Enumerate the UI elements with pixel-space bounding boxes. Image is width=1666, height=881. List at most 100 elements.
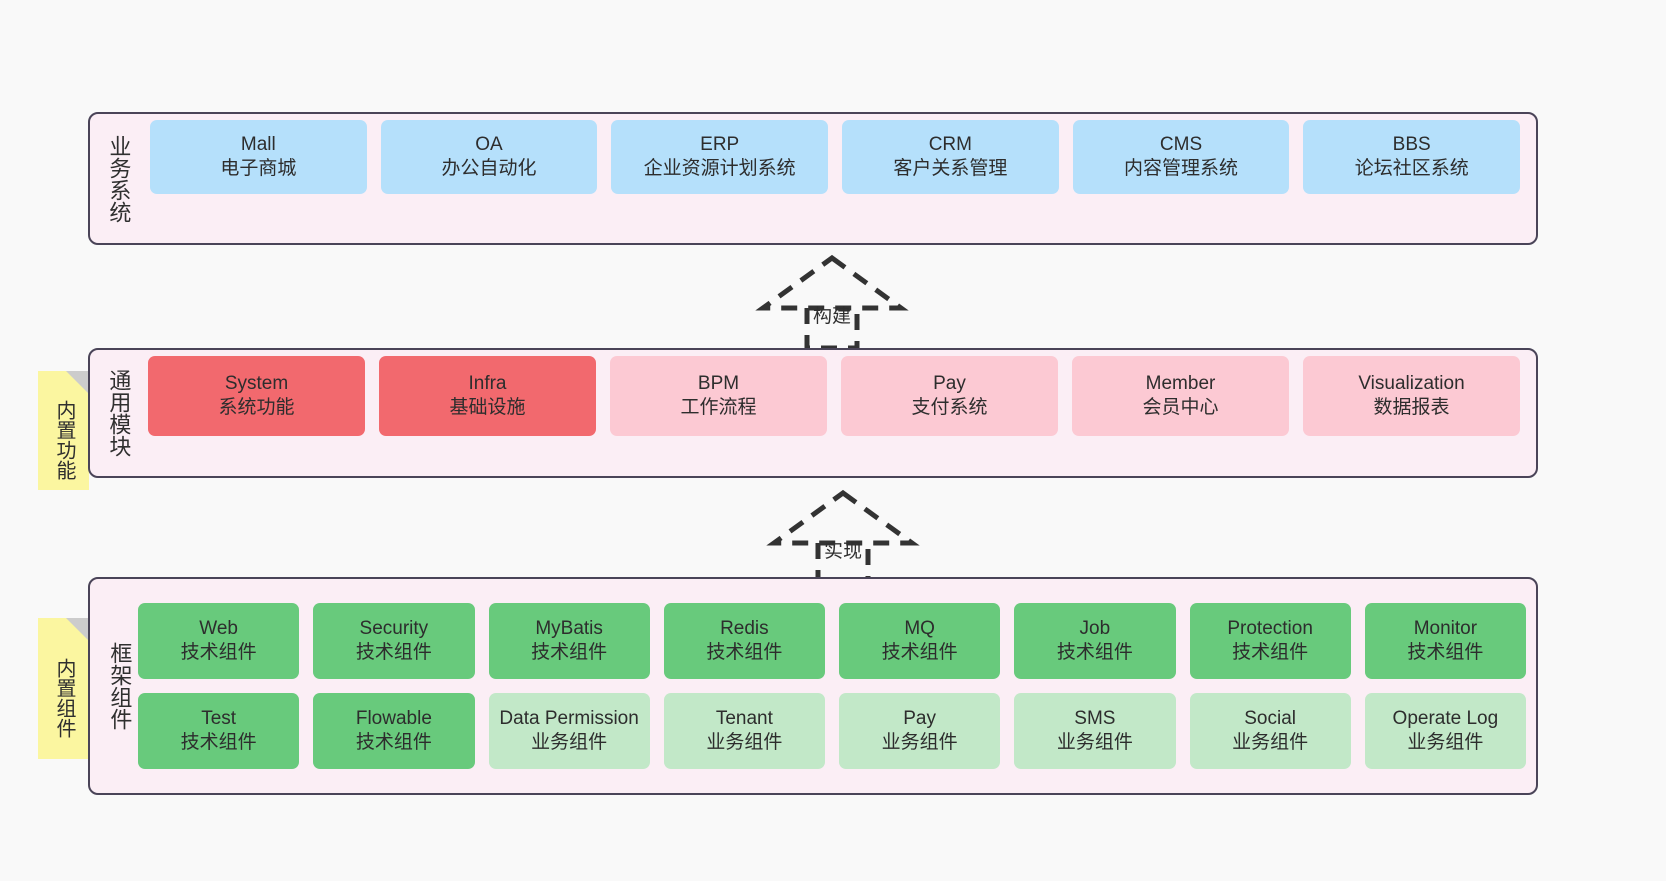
cell-desc: 数据报表 <box>1373 397 1450 418</box>
cell-desc: 业务组件 <box>1407 732 1484 753</box>
cell-desc: 基础设施 <box>449 397 526 418</box>
cell-name: Web <box>199 617 238 639</box>
cell-name: Data Permission <box>499 707 639 729</box>
generalization-triangle-icon <box>755 254 909 311</box>
cell-desc: 技术组件 <box>180 642 257 663</box>
component-cell-web[interactable]: Web 技术组件 <box>138 603 300 679</box>
framework-row-business: Test 技术组件 Flowable 技术组件 Data Permission … <box>138 693 1526 769</box>
module-cell-member[interactable]: Member 会员中心 <box>1072 356 1289 436</box>
business-cell-cms[interactable]: CMS 内容管理系统 <box>1072 120 1290 194</box>
component-cell-sms[interactable]: SMS 业务组件 <box>1014 693 1176 769</box>
cell-name: Pay <box>933 372 966 394</box>
cell-desc: 支付系统 <box>911 397 988 418</box>
business-cell-mall[interactable]: Mall 电子商城 <box>150 120 367 194</box>
cell-desc: 技术组件 <box>881 642 958 663</box>
layer-common-module-title: 通用模块 <box>106 369 132 457</box>
component-cell-security[interactable]: Security 技术组件 <box>313 603 475 679</box>
component-cell-mybatis[interactable]: MyBatis 技术组件 <box>488 603 650 679</box>
note-fold-corner-icon <box>66 371 89 394</box>
component-cell-data-permission[interactable]: Data Permission 业务组件 <box>488 693 650 769</box>
cell-desc: 业务组件 <box>531 732 608 753</box>
business-system-cell-list: Mall 电子商城 OA 办公自动化 ERP 企业资源计划系统 CRM 客户关系… <box>136 120 1526 237</box>
component-cell-mq[interactable]: MQ 技术组件 <box>839 603 1001 679</box>
layer-framework-component: 框架组件 Web 技术组件 Security 技术组件 MyBatis 技术组件… <box>88 577 1538 795</box>
cell-desc: 业务组件 <box>1056 732 1133 753</box>
business-cell-bbs[interactable]: BBS 论坛社区系统 <box>1303 120 1521 194</box>
module-cell-pay[interactable]: Pay 支付系统 <box>841 356 1058 436</box>
cell-name: Infra <box>468 372 507 394</box>
component-cell-social[interactable]: Social 业务组件 <box>1189 693 1351 769</box>
cell-name: Operate Log <box>1392 707 1499 729</box>
business-cell-crm[interactable]: CRM 客户关系管理 <box>842 120 1059 194</box>
cell-name: Social <box>1244 707 1296 729</box>
cell-desc: 办公自动化 <box>441 158 537 179</box>
cell-name: Protection <box>1227 617 1313 639</box>
cell-desc: 论坛社区系统 <box>1354 158 1469 179</box>
cell-desc: 业务组件 <box>1232 732 1309 753</box>
layer-business-system-title: 业务系统 <box>106 134 132 223</box>
module-cell-system[interactable]: System 系统功能 <box>148 356 365 436</box>
component-cell-protection[interactable]: Protection 技术组件 <box>1189 603 1351 679</box>
cell-name: Security <box>359 617 429 639</box>
cell-desc: 业务组件 <box>706 732 783 753</box>
cell-desc: 技术组件 <box>1232 642 1309 663</box>
component-cell-operate-log[interactable]: Operate Log 业务组件 <box>1364 693 1526 769</box>
component-cell-redis[interactable]: Redis 技术组件 <box>663 603 825 679</box>
generalization-triangle-icon <box>766 489 920 546</box>
cell-name: Visualization <box>1358 372 1465 394</box>
cell-desc: 技术组件 <box>1056 642 1133 663</box>
connector-realize-arrow: 实现 <box>766 487 920 586</box>
cell-name: CMS <box>1159 133 1203 155</box>
framework-component-grid: Web 技术组件 Security 技术组件 MyBatis 技术组件 Redi… <box>138 585 1526 787</box>
module-cell-visualization[interactable]: Visualization 数据报表 <box>1303 356 1520 436</box>
component-cell-tenant[interactable]: Tenant 业务组件 <box>663 693 825 769</box>
module-cell-infra[interactable]: Infra 基础设施 <box>379 356 596 436</box>
note-builtin-component-label: 内置组件 <box>53 657 75 738</box>
cell-desc: 技术组件 <box>1407 642 1484 663</box>
cell-name: Mall <box>240 133 276 155</box>
cell-name: Pay <box>903 707 936 729</box>
component-cell-job[interactable]: Job 技术组件 <box>1014 603 1176 679</box>
cell-desc: 技术组件 <box>180 732 257 753</box>
layer-common-module: 通用模块 System 系统功能 Infra 基础设施 BPM 工作流程 Pay… <box>88 348 1538 478</box>
cell-desc: 业务组件 <box>881 732 958 753</box>
cell-desc: 技术组件 <box>706 642 783 663</box>
cell-desc: 工作流程 <box>680 397 757 418</box>
cell-name: System <box>224 372 289 394</box>
component-cell-flowable[interactable]: Flowable 技术组件 <box>313 693 475 769</box>
cell-desc: 电子商城 <box>220 158 297 179</box>
cell-desc: 企业资源计划系统 <box>643 158 796 179</box>
component-cell-monitor[interactable]: Monitor 技术组件 <box>1364 603 1526 679</box>
component-cell-pay[interactable]: Pay 业务组件 <box>839 693 1001 769</box>
layer-framework-component-title: 框架组件 <box>107 642 133 730</box>
cell-desc: 技术组件 <box>355 732 432 753</box>
cell-name: Monitor <box>1413 617 1478 639</box>
cell-name: MyBatis <box>535 617 603 639</box>
cell-desc: 会员中心 <box>1142 397 1219 418</box>
cell-name: SMS <box>1074 707 1116 729</box>
connector-stem-icon <box>804 308 860 351</box>
cell-desc: 客户关系管理 <box>893 158 1008 179</box>
business-cell-oa[interactable]: OA 办公自动化 <box>380 120 598 194</box>
component-cell-test[interactable]: Test 技术组件 <box>138 693 300 769</box>
common-module-cell-list: System 系统功能 Infra 基础设施 BPM 工作流程 Pay 支付系统… <box>136 356 1526 470</box>
cell-name: Job <box>1079 617 1111 639</box>
cell-name: MQ <box>904 617 935 639</box>
cell-name: Redis <box>720 617 769 639</box>
note-fold-corner-icon <box>66 618 89 641</box>
cell-name: Flowable <box>355 707 432 729</box>
cell-name: Member <box>1145 372 1216 394</box>
module-cell-bpm[interactable]: BPM 工作流程 <box>610 356 827 436</box>
cell-name: BPM <box>697 372 740 394</box>
note-builtin-component: 内置组件 <box>38 618 89 759</box>
cell-desc: 内容管理系统 <box>1124 158 1239 179</box>
cell-desc: 技术组件 <box>531 642 608 663</box>
layer-business-system: 业务系统 Mall 电子商城 OA 办公自动化 ERP 企业资源计划系统 CRM… <box>88 112 1538 245</box>
cell-name: Tenant <box>715 707 773 729</box>
cell-name: BBS <box>1392 133 1431 155</box>
note-builtin-feature-label: 内置功能 <box>53 399 75 480</box>
cell-name: ERP <box>700 133 740 155</box>
cell-desc: 系统功能 <box>218 397 295 418</box>
business-cell-erp[interactable]: ERP 企业资源计划系统 <box>611 120 829 194</box>
